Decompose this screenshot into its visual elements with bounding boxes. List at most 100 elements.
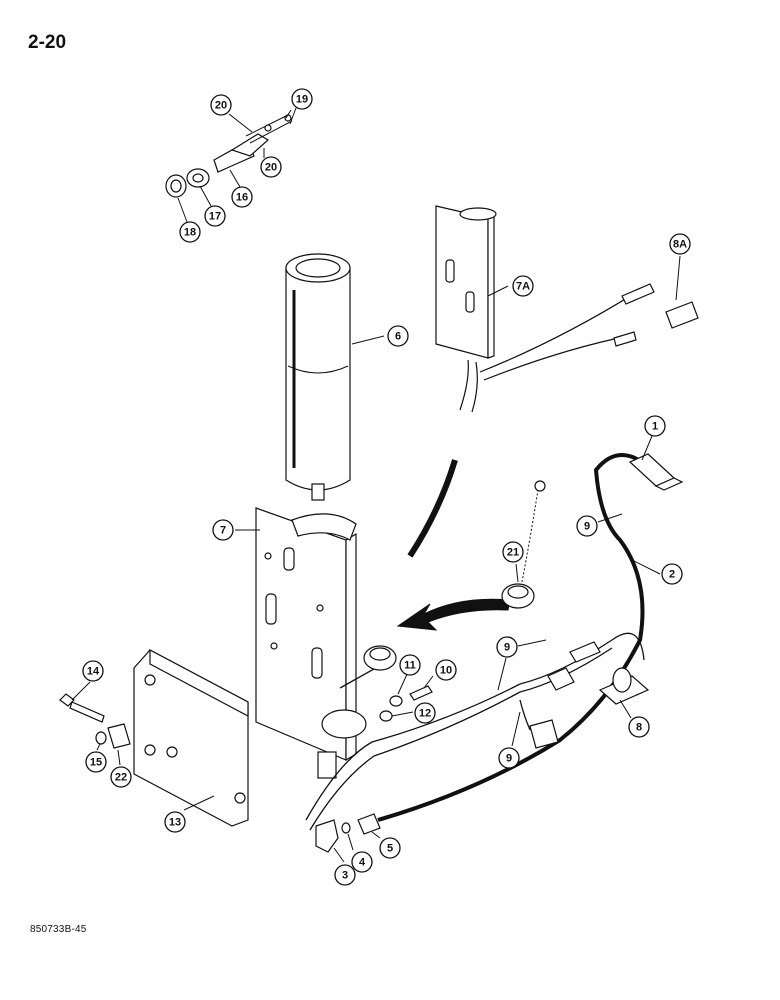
callout-6: 6 [387, 325, 409, 347]
callout-label: 7 [220, 525, 226, 537]
callout-circle [260, 156, 282, 178]
callout-label: 21 [507, 547, 519, 559]
callout-21: 21 [502, 541, 524, 563]
filter-canister [285, 253, 351, 501]
install-arrow-cap [396, 598, 511, 631]
callout-3: 3 [334, 864, 356, 886]
callout-label: 6 [395, 331, 401, 343]
callout-circle [334, 864, 356, 886]
callout-circle [576, 515, 598, 537]
callout-label: 1 [652, 421, 658, 433]
callout-label: 9 [504, 642, 510, 654]
cap-under-plate [363, 645, 397, 671]
callout-9: 9 [496, 636, 518, 658]
grommet-18 [165, 174, 187, 198]
drain-cap-21 [501, 480, 546, 609]
callout-label: 5 [387, 843, 393, 855]
callout-circle [669, 233, 691, 255]
callout-circle [291, 88, 313, 110]
callout-9: 9 [498, 747, 520, 769]
figure-code: 850733B-45 [30, 924, 87, 935]
callout-2: 2 [661, 563, 683, 585]
sender-assembly [213, 114, 293, 173]
callout-20: 20 [210, 94, 232, 116]
heater-element-8 [598, 667, 650, 705]
nut-5 [357, 813, 381, 835]
callout-label: 4 [359, 857, 366, 869]
callout-label: 2 [669, 569, 675, 581]
callout-22: 22 [110, 766, 132, 788]
callout-circle [210, 94, 232, 116]
callout-18: 18 [179, 221, 201, 243]
callout-15: 15 [85, 751, 107, 773]
callout-circle [498, 747, 520, 769]
callout-label: 8 [636, 722, 642, 734]
wiring-harness [305, 453, 654, 831]
bolt-14 [59, 693, 105, 723]
callout-circle [414, 702, 436, 724]
nut-17 [186, 168, 210, 188]
callout-circle [387, 325, 409, 347]
callout-label: 8A [673, 239, 687, 251]
cover-13 [133, 649, 249, 827]
callout-8a: 8A [669, 233, 691, 255]
callout-5: 5 [379, 837, 401, 859]
callout-label: 20 [265, 162, 277, 174]
callout-circle [351, 851, 373, 873]
callout-label: 14 [87, 666, 100, 678]
callout-label: 18 [184, 227, 196, 239]
callout-1: 1 [644, 415, 666, 437]
callout-circle [379, 837, 401, 859]
callout-circle [628, 716, 650, 738]
callout-circle [502, 541, 524, 563]
callout-label: 17 [209, 211, 221, 223]
nut-11 [389, 695, 403, 707]
callout-circle [204, 205, 226, 227]
temperature-sensor-1 [628, 453, 684, 491]
washer-15 [95, 731, 107, 745]
callout-circle [164, 811, 186, 833]
callout-circle [82, 660, 104, 682]
callout-20: 20 [260, 156, 282, 178]
callout-19: 19 [291, 88, 313, 110]
callout-circle [231, 186, 253, 208]
screw-10 [409, 685, 433, 701]
callout-9: 9 [576, 515, 598, 537]
callout-circle [110, 766, 132, 788]
spacer-22 [107, 723, 131, 749]
callout-circle [399, 654, 421, 676]
callout-label: 13 [169, 817, 181, 829]
callout-circle [661, 563, 683, 585]
ferrule-4 [341, 822, 351, 834]
install-arrow-canister [407, 459, 458, 558]
callout-circle [512, 275, 534, 297]
callout-12: 12 [414, 702, 436, 724]
callout-label: 15 [90, 757, 102, 769]
callout-label: 3 [342, 870, 348, 882]
elbow-fitting-3 [315, 819, 339, 853]
callout-circle [435, 659, 457, 681]
callout-label: 10 [440, 665, 452, 677]
callout-label: 9 [584, 521, 590, 533]
callout-10: 10 [435, 659, 457, 681]
mounting-plate-7 [255, 507, 367, 779]
callout-label: 9 [506, 753, 512, 765]
callout-11: 11 [399, 654, 421, 676]
callout-circle [179, 221, 201, 243]
callout-13: 13 [164, 811, 186, 833]
callout-16: 16 [231, 186, 253, 208]
callout-14: 14 [82, 660, 104, 682]
callout-label: 20 [215, 100, 227, 112]
callout-circle [644, 415, 666, 437]
callout-label: 11 [404, 660, 416, 672]
callout-7: 7 [212, 519, 234, 541]
callout-17: 17 [204, 205, 226, 227]
washer-12 [379, 710, 393, 722]
callout-circle [496, 636, 518, 658]
callout-label: 22 [115, 772, 127, 784]
alternate-plate-7a [435, 205, 699, 413]
callout-circle [212, 519, 234, 541]
callout-label: 7A [516, 281, 530, 293]
